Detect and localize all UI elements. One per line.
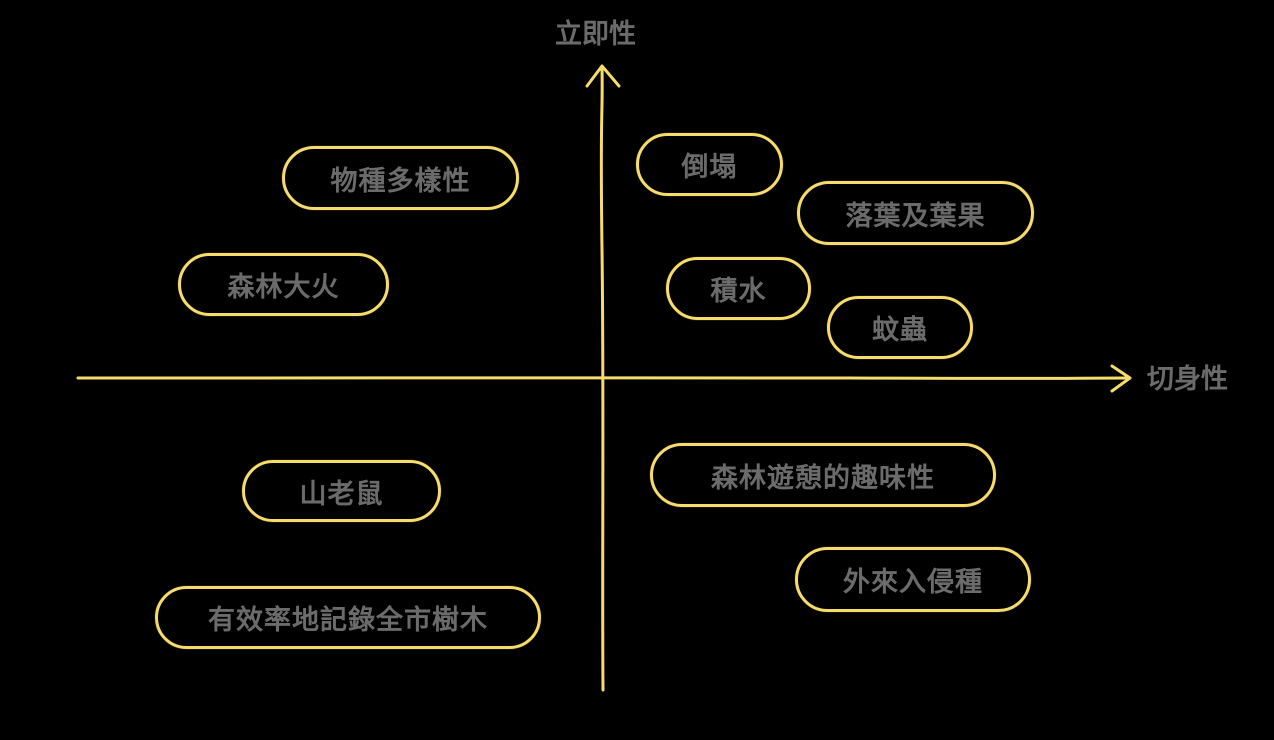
item-label: 森林大火 [227, 272, 340, 303]
item-biodiversity: 物種多樣性 [282, 146, 519, 210]
vertical-axis-line [599, 66, 605, 692]
horizontal-axis-label: 切身性 [1147, 364, 1228, 395]
item-label: 落葉及葉果 [845, 200, 986, 232]
item-tree-recording: 有效率地記錄全市樹木 [155, 586, 541, 649]
item-mosquitoes: 蚊蟲 [827, 296, 973, 359]
vertical-axis-arrowhead [585, 64, 621, 88]
item-standing-water: 積水 [666, 257, 811, 320]
item-label: 積水 [710, 276, 767, 307]
item-fallen-leaves-fruit: 落葉及葉果 [797, 181, 1034, 245]
horizontal-axis-line [76, 376, 1130, 380]
item-label: 山老鼠 [299, 478, 384, 510]
item-label: 物種多樣性 [330, 165, 471, 197]
item-label: 蚊蟲 [872, 315, 928, 346]
item-forest-recreation: 森林遊憩的趣味性 [650, 443, 996, 507]
item-label: 倒塌 [681, 152, 738, 183]
item-invasive-species: 外來入侵種 [795, 547, 1031, 612]
item-label: 森林遊憩的趣味性 [711, 462, 935, 494]
vertical-axis-label: 立即性 [555, 19, 636, 50]
item-collapse: 倒塌 [636, 133, 783, 196]
item-label: 有效率地記錄全市樹木 [208, 605, 488, 636]
item-label: 外來入侵種 [843, 567, 983, 598]
item-forest-fire: 森林大火 [178, 253, 389, 316]
horizontal-axis-arrowhead [1110, 364, 1132, 393]
item-tree-poachers: 山老鼠 [242, 460, 441, 522]
